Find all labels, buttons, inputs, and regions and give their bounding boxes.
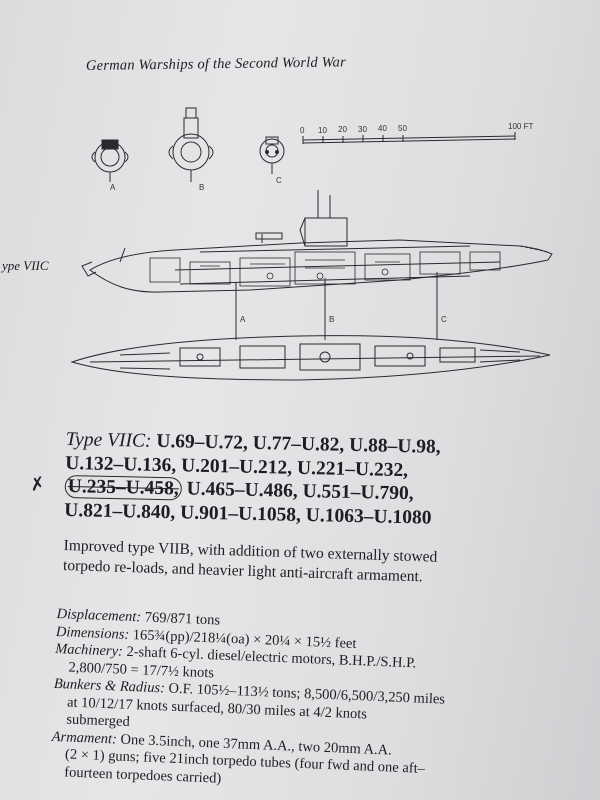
section-lines <box>235 272 438 340</box>
specifications: Displacement: 769/871 tons Dimensions: 1… <box>50 606 600 800</box>
section-label-c: C <box>276 176 282 185</box>
spec-label: Armament: <box>51 728 118 748</box>
spec-value: 769/871 tons <box>144 609 221 629</box>
boat-range-3: U.465–U.486, U.551–U.790, <box>186 478 414 505</box>
scale-tick-10: 10 <box>318 126 327 135</box>
figure-label: ype VIIC <box>2 258 49 273</box>
handwritten-margin-mark: ✗ <box>28 472 47 496</box>
scale-bar <box>302 132 516 144</box>
scale-tick-50: 50 <box>398 124 407 133</box>
cut-label-b: B <box>329 315 334 324</box>
circled-boat-range: U.235–U.458, <box>64 474 183 501</box>
cross-section-b <box>168 107 214 182</box>
section-label-a: A <box>110 183 116 192</box>
spec-label: Bunkers & Radius: <box>53 675 166 697</box>
scale-tick-20: 20 <box>338 125 347 134</box>
cross-section-c <box>259 136 285 174</box>
description: Improved type VIIB, with addition of two… <box>63 536 584 592</box>
scale-tick-0: 0 <box>300 126 305 135</box>
cut-label-a: A <box>240 315 246 324</box>
scale-end-label: 100 FT <box>508 122 533 131</box>
spec-label: Dimensions: <box>55 623 130 643</box>
scale-tick-40: 40 <box>378 124 387 133</box>
type-heading: Type VIIC: U.69–U.72, U.77–U.82, U.88–U.… <box>64 428 586 533</box>
cut-label-c: C <box>441 315 447 324</box>
submarine-drawing: A B C A B C 0 10 20 30 40 50 100 FT <box>70 107 553 381</box>
type-name: Type VIIC: <box>65 428 152 452</box>
side-profile-internals <box>149 251 501 287</box>
cross-section-a <box>91 139 129 182</box>
plan-view <box>70 335 551 381</box>
scale-tick-30: 30 <box>358 125 367 134</box>
spec-label: Machinery: <box>54 640 124 660</box>
section-label-b: B <box>199 183 204 192</box>
spec-label: Displacement: <box>56 606 142 626</box>
